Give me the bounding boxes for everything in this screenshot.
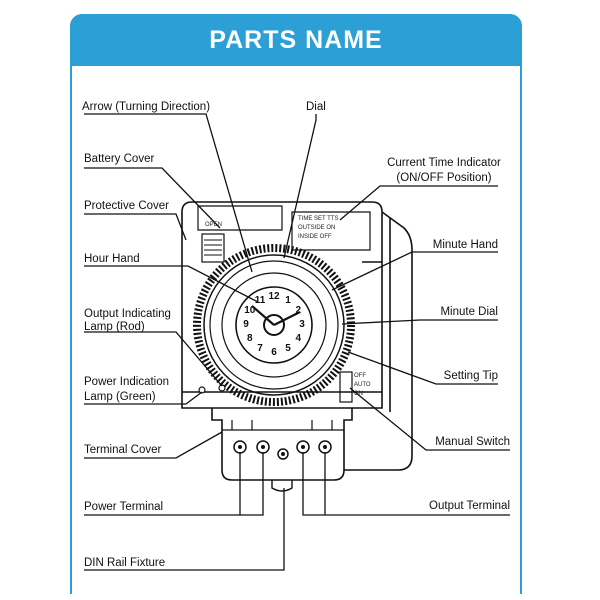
outer-ring	[193, 244, 355, 406]
dial-number: 1	[285, 294, 291, 306]
label-manual-switch: Manual Switch	[435, 436, 510, 448]
dial-number: 2	[295, 305, 302, 316]
label-hour-hand: Hour Hand	[84, 253, 140, 265]
leader-terminal-cover	[84, 431, 223, 459]
label-power-terminal: Power Terminal	[84, 501, 164, 513]
time-set-text-3: INSIDE OFF	[298, 234, 332, 240]
time-set-box	[291, 211, 371, 251]
dial-number: 6	[271, 347, 277, 358]
switch-on-label: ON	[354, 391, 363, 397]
device-side	[344, 211, 413, 471]
leader-battery	[84, 167, 221, 229]
dial-number: 4	[295, 333, 302, 344]
leader-protective	[84, 213, 187, 241]
manual-switch-slot	[339, 371, 353, 403]
label-battery-cover: Battery Cover	[84, 153, 155, 165]
label-setting-tip: Setting Tip	[443, 370, 498, 382]
label-minute-hand: Minute Hand	[432, 239, 498, 251]
device-body	[181, 201, 383, 409]
terminal-block	[211, 408, 353, 481]
leader-manual-switch	[349, 387, 510, 451]
dial-number: 9	[243, 319, 249, 330]
leader-setting-tip	[347, 351, 498, 385]
header-bar: PARTS NAME	[70, 14, 522, 66]
page-title: PARTS NAME	[209, 25, 383, 54]
leader-din-rail	[84, 488, 285, 571]
label-dial: Dial	[306, 101, 326, 113]
leader-power-terminal	[84, 452, 264, 516]
label-terminal-cover: Terminal Cover	[84, 444, 162, 456]
dial-number: 10	[244, 305, 256, 316]
time-set-text-1: TIME SET TTS	[298, 216, 339, 222]
minute-dial-ring	[209, 260, 339, 390]
label-power-lamp-2: Lamp (Green)	[84, 391, 156, 403]
dial-number: 12	[268, 291, 280, 302]
leader-hour-hand	[84, 265, 259, 303]
label-power-lamp-1: Power Indication	[84, 376, 170, 388]
minute-hand-mark	[273, 311, 301, 326]
power-lamp	[198, 386, 206, 394]
open-label: OPEN	[205, 222, 223, 228]
label-protective-cover: Protective Cover	[84, 200, 170, 212]
label-current-time-2: (ON/OFF Position)	[396, 172, 492, 184]
switch-auto-label: AUTO	[354, 382, 371, 388]
label-minute-dial: Minute Dial	[440, 306, 498, 318]
label-output-terminal: Output Terminal	[429, 500, 510, 512]
label-output-lamp-1: Output Indicating	[84, 308, 171, 320]
leader-power-lamp	[84, 391, 203, 405]
label-arrow: Arrow (Turning Direction)	[82, 101, 211, 113]
din-rail-clip	[271, 480, 293, 492]
leader-current-time	[339, 185, 498, 221]
grid-window	[201, 233, 225, 263]
hour-dial	[235, 286, 313, 364]
label-current-time-1: Current Time Indicator	[387, 157, 501, 169]
dial-number: 3	[299, 319, 305, 330]
leader-minute-hand	[331, 251, 498, 291]
time-set-text-2: OUTSIDE ON	[298, 225, 336, 231]
dial-number: 11	[254, 294, 266, 306]
hour-hand-mark	[251, 305, 275, 326]
dial-number: 5	[285, 343, 291, 355]
label-output-lamp-2: Lamp (Rod)	[84, 321, 145, 333]
leader-minute-dial	[341, 319, 498, 325]
dial-number: 8	[246, 333, 253, 344]
leader-dial	[283, 114, 317, 259]
dial-number: 7	[257, 343, 263, 355]
label-din-rail: DIN Rail Fixture	[84, 557, 166, 569]
leader-arrow	[84, 113, 253, 273]
leader-output-terminal	[302, 452, 510, 516]
leader-output-lamp	[84, 331, 223, 387]
switch-off-label: OFF	[354, 373, 366, 379]
battery-cover	[197, 205, 283, 231]
